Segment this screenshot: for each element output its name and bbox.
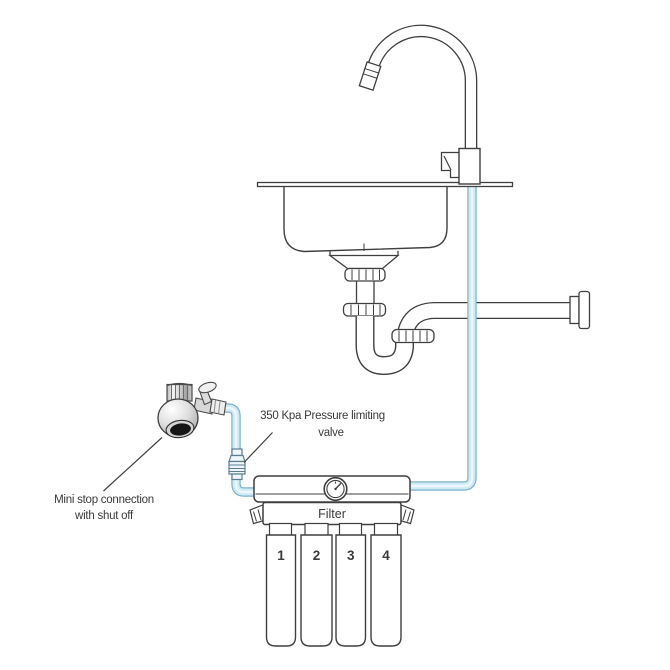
drain-wall-flange: [569, 290, 591, 330]
faucet-base: [458, 147, 481, 185]
valve-threaded-inlet: [166, 382, 193, 402]
mini-stop-valve: [157, 381, 227, 439]
drain-tailpipe: [355, 281, 375, 304]
filter-unit: Filter 1 2 3 4: [249, 475, 415, 647]
cartridge-3-number: 3: [347, 548, 355, 563]
faucet-aerator: [358, 61, 382, 91]
faucet: [358, 24, 481, 185]
drain-funnel: [328, 251, 400, 270]
filter-cartridge-1: [265, 534, 297, 647]
filter-cartridges: [265, 534, 402, 647]
filtered-water-tube: [409, 186, 477, 491]
drain-coupling-nut-upper: [344, 267, 386, 282]
faucet-handle: [440, 151, 459, 179]
faucet-gooseneck-spout: [366, 24, 478, 153]
valve-body: [157, 398, 199, 439]
cartridge-necks: [268, 522, 399, 537]
mounting-clip-right: [399, 503, 415, 525]
cartridge-numbers: 1 2 3 4: [277, 548, 390, 563]
cartridge-2-number: 2: [313, 548, 321, 563]
counter-top: [256, 181, 514, 188]
mini-stop-label-line1: Mini stop connection: [54, 494, 154, 506]
annotation-mini-stop: Mini stop connection with shut off: [54, 437, 163, 522]
pressure-valve-label-line1: 350 Kpa Pressure limiting: [260, 410, 385, 422]
filter-plate-text: Filter: [318, 507, 346, 521]
drain-elbow-nut: [391, 328, 435, 344]
filter-cartridge-3: [335, 534, 367, 647]
cartridge-4-number: 4: [382, 548, 390, 563]
pressure-gauge: [323, 476, 348, 502]
filter-cartridge-4: [370, 534, 402, 647]
mounting-clip-left: [249, 503, 265, 525]
leader-line-pressure-valve: [243, 432, 273, 463]
filter-cartridge-2: [300, 534, 333, 647]
filter-label-plate: Filter: [262, 501, 402, 526]
annotation-pressure-valve: 350 Kpa Pressure limiting valve: [243, 410, 385, 463]
sink-bowl: [283, 186, 448, 253]
pressure-valve-label-line2: valve: [318, 427, 344, 439]
mini-stop-label-line2: with shut off: [74, 510, 134, 522]
valve-lever-handle: [198, 381, 217, 406]
cartridge-1-number: 1: [277, 548, 285, 563]
leader-line-mini-stop: [103, 437, 163, 492]
drain-coupling-nut-lower: [342, 302, 387, 317]
